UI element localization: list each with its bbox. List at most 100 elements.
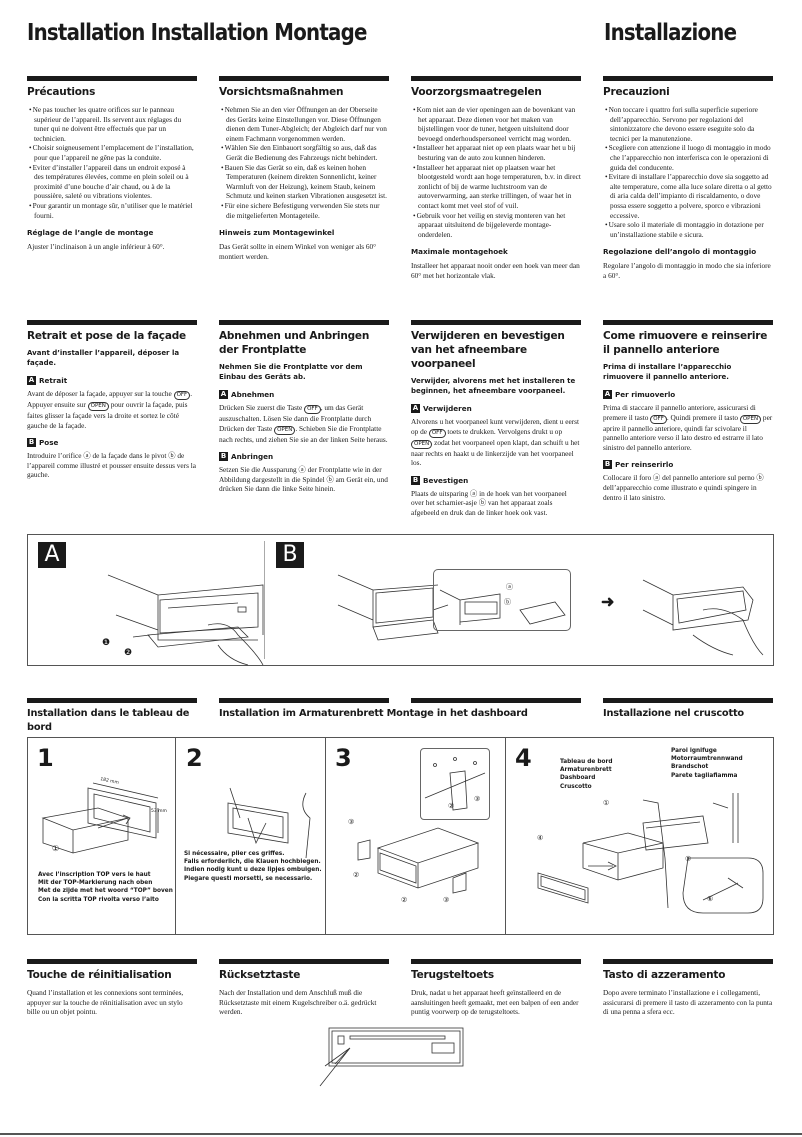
- section-rule: [411, 959, 581, 964]
- bullet-item: Nehmen Sie an den vier Öffnungen an der …: [219, 105, 389, 143]
- reset-de: Rücksetztaste Nach der Installation und …: [219, 959, 389, 1017]
- reset-button-illustration: [319, 1027, 464, 1087]
- subsection-b-text: Plaats de uitsparing ⓐ in de hoek van he…: [411, 488, 567, 517]
- section-title: Installation dans le tableau de bord: [27, 708, 190, 733]
- section-title: Vorsichtsmaßnahmen: [219, 86, 344, 98]
- section-title: Retrait et pose de la façade: [27, 330, 186, 342]
- off-key: OFF: [304, 405, 321, 414]
- reset-nl: Terugsteltoets Druk, nadat u het apparaa…: [411, 959, 581, 1017]
- section-rule: [27, 320, 197, 325]
- part-2-callout: ②: [353, 871, 360, 879]
- figure-divider: [264, 541, 265, 659]
- figure-label-b: B: [276, 542, 304, 568]
- subsection-b-text: Introduire l’orifice ⓐ de la façade dans…: [27, 451, 196, 480]
- badge-b: B: [219, 452, 228, 462]
- dashboard-labels: Tableau de bord Armaturenbrett Dashboard…: [560, 759, 613, 790]
- reset-text: Druk, nadat u het apparaat heeft geïnsta…: [411, 988, 579, 1017]
- unit-attach-illustration: [337, 574, 449, 641]
- step-1-marker: ❶: [102, 637, 111, 647]
- section-rule: [27, 959, 197, 964]
- page-title-left: Installation Installation Montage: [27, 20, 367, 46]
- angle-text: Regolare l’angolo di montaggio in modo c…: [603, 261, 771, 280]
- section-title: Come rimuovere e reinserire il pannello …: [603, 330, 768, 356]
- height-dimension: 53 mm: [151, 809, 167, 814]
- section-title: Voorzorgsmaatregelen: [411, 86, 542, 98]
- section-rule: [219, 76, 389, 81]
- bullet-item: Wählen Sie den Einbauort sorgfältig so a…: [219, 143, 389, 162]
- subsection-b-text: Collocare il foro ⓐ del pannello anterio…: [603, 473, 764, 502]
- bullet-item: Gebruik voor het veilig en stevig monter…: [411, 211, 581, 240]
- dashboard-install-illustration: [537, 793, 764, 914]
- section-lead: Nehmen Sie die Frontplatte vor dem Einba…: [219, 363, 363, 381]
- section-rule: [27, 698, 197, 703]
- precautions-it: Precauzioni Non toccare i quattro fori s…: [603, 76, 773, 281]
- subsection-a-text: Drücken Sie zuerst die Taste OFF, um das…: [219, 403, 388, 444]
- section-title: Installation im Armaturenbrett Montage i…: [219, 708, 528, 719]
- badge-b: B: [411, 475, 420, 485]
- bullet-item: Ne pas toucher les quatre orifices sur l…: [27, 105, 197, 143]
- reset-it: Tasto di azzeramento Dopo avere terminat…: [603, 959, 773, 1017]
- section-title: Touche de réinitialisation: [27, 969, 172, 981]
- step-4-number: 4: [515, 744, 532, 772]
- section-rule: [219, 320, 389, 325]
- bend-claws-illustration: [227, 787, 311, 859]
- section-title: Rücksetztaste: [219, 969, 301, 981]
- open-key: OPEN: [87, 402, 109, 411]
- part-1-callout: ①: [52, 844, 60, 853]
- section-rule: [603, 698, 773, 703]
- badge-b: B: [603, 460, 612, 470]
- section-rule: [27, 76, 197, 81]
- subsection-title: Retrait: [39, 376, 68, 385]
- part-1-callout: ①: [603, 799, 610, 807]
- step-1-caption: Avec l’inscription TOP vers le haut Mit …: [38, 872, 173, 903]
- bullet-list: Non toccare i quattro fori sulla superfi…: [603, 105, 773, 239]
- install-steps-figure: 1 182 mm 53 mm ① Avec l’inscription TOP …: [27, 737, 774, 935]
- install-heading-fr: Installation dans le tableau de bord: [27, 698, 197, 735]
- badge-a: A: [411, 404, 420, 413]
- part-3-callout: ③: [474, 795, 481, 803]
- open-key: OPEN: [411, 439, 433, 449]
- faceplate-figure: A B ❶ ❷ ⓐ ⓑ ➜: [27, 534, 774, 666]
- mounting-sleeve-illustration: [41, 782, 159, 854]
- bullet-list: Kom niet aan de vier openingen aan de bo…: [411, 105, 581, 239]
- subsection-b-text: Setzen Sie die Aussparung ⓐ der Frontpla…: [219, 465, 388, 494]
- bullet-item: Bauen Sie das Gerät so ein, daß es keine…: [219, 163, 389, 201]
- reset-text: Nach der Installation und dem Anschluß m…: [219, 988, 377, 1017]
- bullet-list: Ne pas toucher les quatre orifices sur l…: [27, 105, 197, 220]
- reset-fr: Touche de réinitialisation Quand l’insta…: [27, 959, 197, 1017]
- precautions-nl: Voorzorgsmaatregelen Kom niet aan de vie…: [411, 76, 581, 281]
- section-rule: [603, 320, 773, 325]
- detail-inset: ⓐ ⓑ: [433, 569, 571, 631]
- angle-text: Ajuster l’inclinaison à un angle inférie…: [27, 242, 165, 252]
- faceplate-it: Come rimuovere e reinserire il pannello …: [603, 320, 773, 502]
- bullet-item: Usare solo il materiale di montaggio in …: [603, 220, 773, 239]
- angle-text: Installeer het apparaat nooit onder een …: [411, 261, 580, 280]
- bullet-item: Für eine sichere Befestigung verwenden S…: [219, 201, 389, 220]
- off-key: OFF: [650, 414, 667, 424]
- part-3-callout: ③: [443, 896, 450, 904]
- firewall-labels: Paroi ignifuge Motorraumtrennwand Brands…: [671, 748, 743, 779]
- angle-heading: Hinweis zum Montagewinkel: [219, 228, 335, 238]
- bullet-list: Nehmen Sie an den vier Öffnungen an der …: [219, 105, 389, 220]
- badge-b: B: [27, 438, 36, 448]
- install-heading-de-nl: Installation im Armaturenbrett Montage i…: [219, 698, 581, 721]
- bullet-item: Non toccare i quattro fori sulla superfi…: [603, 105, 773, 143]
- section-rule: [603, 76, 773, 81]
- badge-a: A: [603, 390, 612, 399]
- bullet-item: Installeer het apparaat niet op plaatsen…: [411, 163, 581, 211]
- precautions-fr: Précautions Ne pas toucher les quatre or…: [27, 76, 197, 252]
- subsection-title: Per rimuoverlo: [615, 390, 676, 399]
- figure-label-a: A: [38, 542, 66, 568]
- install-heading-it: Installazione nel cruscotto: [603, 698, 773, 721]
- section-lead: Prima di installare l’apparecchio rimuov…: [603, 363, 732, 381]
- open-key: OPEN: [739, 414, 762, 424]
- section-title: Installazione nel cruscotto: [603, 708, 744, 719]
- angle-heading: Maximale montagehoek: [411, 247, 508, 257]
- section-rule: [411, 76, 581, 81]
- callout-a: ⓐ: [506, 583, 513, 591]
- section-title: Précautions: [27, 86, 96, 98]
